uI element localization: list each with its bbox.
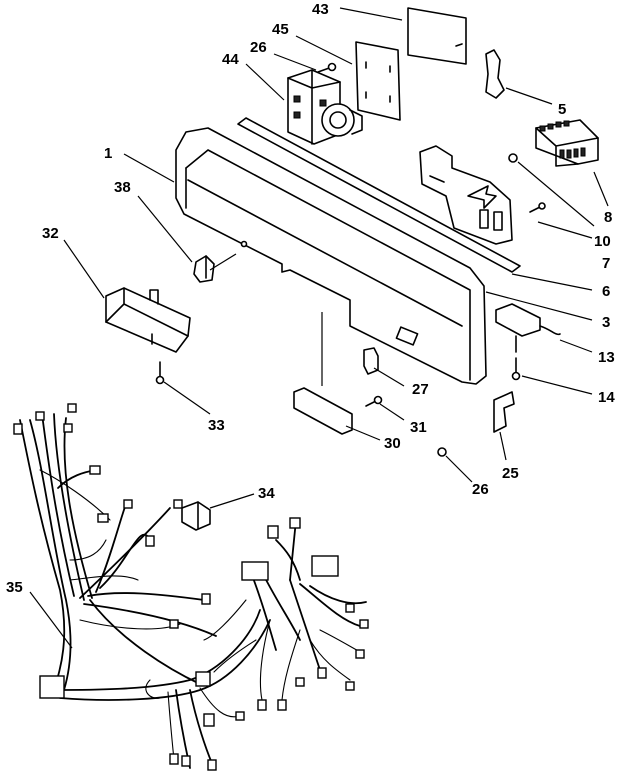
callout-44: 44 <box>222 51 239 68</box>
part-44-timer <box>287 69 363 145</box>
part-31-screw <box>365 395 383 407</box>
part-38-knob <box>193 255 215 283</box>
callout-8: 8 <box>604 209 612 226</box>
part-32-handle <box>105 287 191 353</box>
part-26-screw-top <box>317 62 337 73</box>
part-45-plate <box>355 41 401 121</box>
callout-7: 7 <box>602 255 610 272</box>
part-13-switch <box>495 303 561 353</box>
callout-34: 34 <box>258 485 275 502</box>
part-1-console <box>175 127 487 385</box>
callout-38: 38 <box>114 179 131 196</box>
part-7-bracket <box>419 145 546 245</box>
callout-5: 5 <box>558 101 566 118</box>
callout-43: 43 <box>312 1 329 18</box>
callout-10: 10 <box>594 233 611 250</box>
part-43-pad <box>407 7 467 65</box>
part-34-clip <box>181 501 211 531</box>
part-6-strip <box>237 117 521 273</box>
callout-26: 26 <box>250 39 267 56</box>
part-35-wire-harness <box>13 403 369 771</box>
part-33-screw <box>155 361 165 385</box>
part-26-nut <box>437 447 447 457</box>
callout-labels: 43 45 26 44 5 1 38 8 10 7 32 6 3 13 27 1… <box>6 1 615 596</box>
callout-26-lower: 26 <box>472 481 489 498</box>
callout-6: 6 <box>602 283 610 300</box>
callout-45: 45 <box>272 21 289 38</box>
callout-3: 3 <box>602 314 610 331</box>
part-25-bracket <box>493 391 515 433</box>
callout-25: 25 <box>502 465 519 482</box>
part-14-screw <box>511 357 521 381</box>
part-27-block <box>363 347 379 375</box>
part-8-terminal-block <box>535 119 599 167</box>
callout-27: 27 <box>412 381 429 398</box>
callout-30: 30 <box>384 435 401 452</box>
callout-33: 33 <box>208 417 225 434</box>
callout-1: 1 <box>104 145 112 162</box>
callout-14: 14 <box>598 389 615 406</box>
callout-13: 13 <box>598 349 615 366</box>
callout-35: 35 <box>6 579 23 596</box>
callout-32: 32 <box>42 225 59 242</box>
callout-31: 31 <box>410 419 427 436</box>
leader-lines <box>29 7 609 649</box>
part-5-clip <box>485 49 505 99</box>
part-10-screw <box>508 153 518 163</box>
part-30-plate <box>293 387 353 435</box>
